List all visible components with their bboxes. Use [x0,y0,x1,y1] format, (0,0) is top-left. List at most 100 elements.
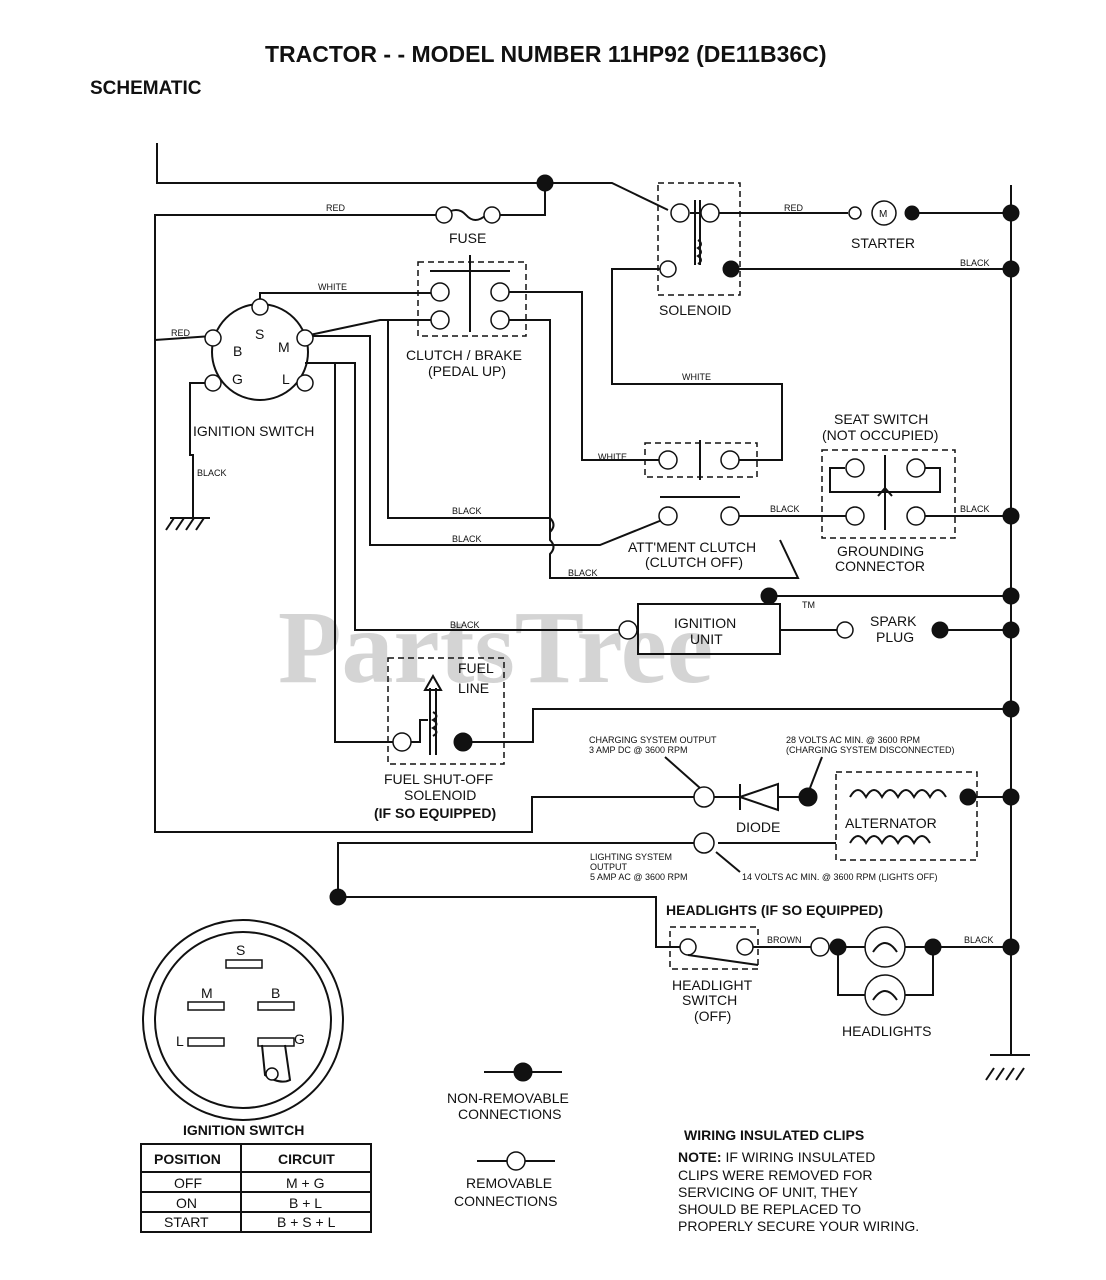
lighting-output-sub2: 5 AMP AC @ 3600 RPM [590,872,688,882]
fuel-solenoid-sublabel: SOLENOID [404,787,476,803]
section-title: SCHEMATIC [90,78,202,99]
g-ground-wire [189,382,213,518]
spark-plug-label: SPARK [870,613,917,629]
black-label-solenoid: BLACK [960,258,990,268]
face-b: B [271,985,280,1001]
legend-non-removable-sub: CONNECTIONS [458,1106,561,1122]
clips-note-line-4: SHOULD BE REPLACED TO [678,1201,861,1217]
solenoid-label: SOLENOID [659,302,731,318]
face-g: G [294,1031,305,1047]
fuel-solenoid: FUEL LINE FUEL SHUT-OFF SOLENOID (IF SO … [374,657,505,821]
clutch-brake-label: CLUTCH / BRAKE [406,347,522,363]
black-label-ign: BLACK [450,620,480,630]
headlight-switch-sub1: SWITCH [682,992,737,1008]
legend: NON-REMOVABLE CONNECTIONS REMOVABLE CONN… [447,1062,569,1209]
spark-plug-sublabel: PLUG [876,629,914,645]
fuse-label: FUSE [449,230,486,246]
ignition-table: IGNITION SWITCH POSITION CIRCUIT OFF M +… [140,1122,372,1233]
lighting-output-label: LIGHTING SYSTEM [590,852,672,862]
fuel-solenoid-label: FUEL SHUT-OFF [384,771,493,787]
table-row-start-circ: B + S + L [277,1214,336,1230]
watermark-tm: TM [802,600,815,610]
ignition-table-title: IGNITION SWITCH [183,1122,304,1138]
table-row-start-pos: START [164,1214,209,1230]
red-label-top: RED [326,203,346,213]
red-label-starter: RED [784,203,804,213]
headlights-title: HEADLIGHTS (IF SO EQUIPPED) [666,902,883,918]
legend-non-removable-symbol [513,1062,533,1082]
legend-removable-sub: CONNECTIONS [454,1193,557,1209]
att-clutch-sublabel: (CLUTCH OFF) [645,554,743,570]
fuel-solenoid-equip: (IF SO EQUIPPED) [374,805,496,821]
clips-note-line-5: PROPERLY SECURE YOUR WIRING. [678,1218,919,1234]
ignition-switch-face: S M B L G [142,919,344,1121]
term-s: S [255,326,264,342]
clutch-brake-switch: CLUTCH / BRAKE (PEDAL UP) [406,255,527,379]
term-m: M [278,339,290,355]
page-title: TRACTOR - - MODEL NUMBER 11HP92 (DE11B36… [265,41,826,67]
red-switch-wire [154,335,213,341]
starter-motor-symbol: M [879,209,887,220]
headlight-switch-label: HEADLIGHT [672,977,753,993]
top-wire [156,143,669,211]
fuel-sol-wire [305,362,402,743]
att-clutch-label: ATT'MENT CLUTCH [628,539,756,555]
clips-note-lead: NOTE: [678,1149,722,1165]
m-black-wire [305,335,668,546]
table-row-off-circ: M + G [286,1175,325,1191]
term-g: G [232,371,243,387]
charging-output-sublabel: 3 AMP DC @ 3600 RPM [589,745,688,755]
ac-volts-sublabel: (CHARGING SYSTEM DISCONNECTED) [786,745,955,755]
ignition-unit-sublabel: UNIT [690,631,723,647]
red-label-switch: RED [171,328,191,338]
solenoid: SOLENOID RED BLACK [657,182,990,318]
term-l: L [282,371,290,387]
grounding-label: GROUNDING [837,543,924,559]
brown-label: BROWN [767,935,802,945]
fuel-line-label: FUEL [458,660,494,676]
white-label-s: WHITE [318,282,347,292]
lights-volts-label: 14 VOLTS AC MIN. @ 3600 RPM (LIGHTS OFF) [742,872,938,882]
charging-output-label: CHARGING SYSTEM OUTPUT [589,735,717,745]
diode-label: DIODE [736,819,780,835]
table-row-on-pos: ON [176,1195,197,1211]
headlights-section: HEADLIGHTS (IF SO EQUIPPED) HEADLIGHT SW… [666,902,994,1039]
table-row-on-circ: B + L [289,1195,322,1211]
wires [154,143,1030,1081]
clips-note-line-1: NOTE: IF WIRING INSULATED [678,1149,875,1165]
starter-label: STARTER [851,235,915,251]
black-label-4: BLACK [770,504,800,514]
alternator-label: ALTERNATOR [845,815,937,831]
lighting-output-sub1: OUTPUT [590,862,628,872]
black-label-ground: BLACK [197,468,227,478]
ignition-unit: IGNITION UNIT SPARK PLUG BLACK [450,603,949,655]
black-label-headlights: BLACK [964,935,994,945]
clips-note-title: WIRING INSULATED CLIPS [684,1127,864,1143]
white-label-sol: WHITE [682,372,711,382]
white-label-att: WHITE [598,452,627,462]
table-header-position: POSITION [154,1151,221,1167]
table-header-circuit: CIRCUIT [278,1151,335,1167]
clutch-brake-sublabel: (PEDAL UP) [428,363,506,379]
white-brake-wire [500,291,668,461]
clips-note: WIRING INSULATED CLIPS NOTE: IF WIRING I… [678,1127,919,1234]
face-m: M [201,985,213,1001]
legend-removable: REMOVABLE [466,1175,552,1191]
attachment-clutch: ATT'MENT CLUTCH (CLUTCH OFF) WHITE WHITE… [452,372,800,578]
black-label-3: BLACK [568,568,598,578]
clips-note-line-3: SERVICING OF UNIT, THEY [678,1184,859,1200]
solenoid-white-wire [611,268,783,461]
ignition-unit-label: IGNITION [674,615,736,631]
seat-switch-sublabel: (NOT OCCUPIED) [822,427,938,443]
legend-non-removable: NON-REMOVABLE [447,1090,569,1106]
solenoid-black-node [722,260,740,278]
charging-system: CHARGING SYSTEM OUTPUT 3 AMP DC @ 3600 R… [589,735,978,882]
watermark: PartsTree [278,590,713,705]
seat-switch: SEAT SWITCH (NOT OCCUPIED) GROUNDING CON… [821,411,990,574]
clips-note-line-1-text: IF WIRING INSULATED [722,1149,876,1165]
black-label-2: BLACK [452,534,482,544]
term-b: B [233,343,242,359]
fuel-line-sublabel: LINE [458,680,489,696]
face-l: L [176,1033,184,1049]
